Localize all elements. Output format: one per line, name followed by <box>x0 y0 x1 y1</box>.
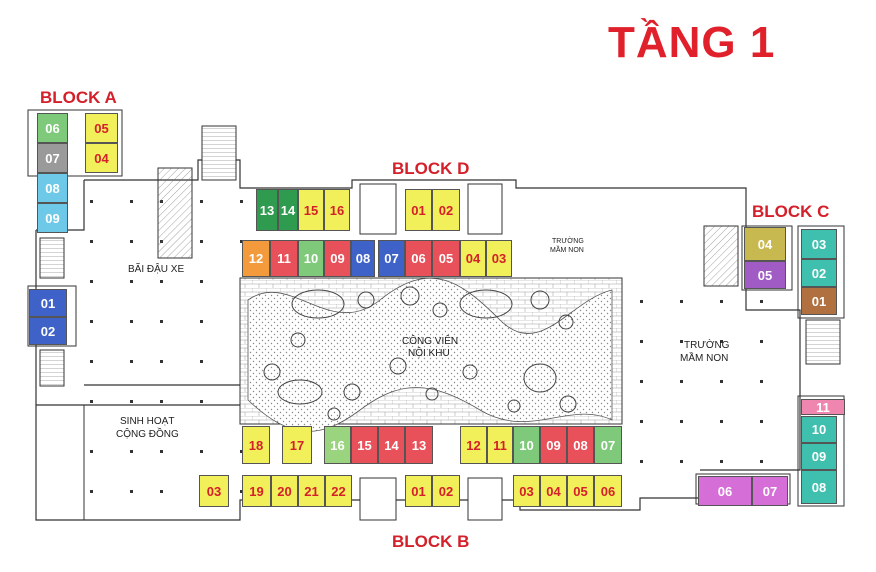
unit-a-09: 09 <box>37 203 68 233</box>
kindergarten-label-line1: TRƯỜNG <box>684 340 730 351</box>
core-d2 <box>467 183 503 235</box>
kindergarten-label-line2: MẦM NON <box>680 353 729 364</box>
block-c-label: BLOCK C <box>752 202 830 221</box>
unit-c-11: 11 <box>801 399 845 415</box>
unit-b-row-08: 08 <box>567 426 594 464</box>
unit-b-bottom-01: 01 <box>405 475 432 507</box>
unit-b-row-12: 12 <box>460 426 487 464</box>
wing-outlines <box>27 109 845 507</box>
ramp-c <box>703 225 739 287</box>
unit-b-bottom-03: 03 <box>513 475 540 507</box>
unit-d-row-04: 04 <box>460 240 486 277</box>
unit-b-row-17: 17 <box>282 426 312 464</box>
unit-b-row-18: 18 <box>242 426 270 464</box>
stair-a1 <box>39 237 65 279</box>
ramp-a <box>157 167 193 259</box>
unit-c-04: 04 <box>744 227 786 261</box>
unit-a-05: 05 <box>85 113 118 143</box>
unit-b-row-11: 11 <box>487 426 513 464</box>
unit-b-bottom-05: 05 <box>567 475 594 507</box>
stair-a2 <box>39 349 65 387</box>
core-b1 <box>359 477 397 521</box>
floor-title: TẦNG 1 <box>608 18 776 67</box>
unit-b-row-13: 13 <box>405 426 433 464</box>
unit-c-01: 01 <box>801 287 837 315</box>
core-b2 <box>467 477 503 521</box>
community-label-line2: CỘNG ĐỒNG <box>116 429 179 440</box>
block-d-label: BLOCK D <box>392 159 470 178</box>
unit-a-07: 07 <box>37 143 68 173</box>
unit-a-08: 08 <box>37 173 68 203</box>
unit-d-row-07: 07 <box>378 240 405 277</box>
unit-b-row-16: 16 <box>324 426 351 464</box>
unit-d-top-02: 02 <box>432 189 460 231</box>
unit-c-05: 05 <box>744 261 786 289</box>
unit-a-01: 01 <box>29 289 67 317</box>
unit-c-06: 06 <box>698 476 752 506</box>
unit-d-row-08: 08 <box>351 240 375 277</box>
block-a-label: BLOCK A <box>40 88 117 107</box>
kindergarten-small-label-line2: MẦM NON <box>550 247 584 254</box>
unit-b-bottom-22: 22 <box>325 475 352 507</box>
unit-c-09: 09 <box>801 443 837 470</box>
unit-d-row-12: 12 <box>242 240 270 277</box>
unit-a-06: 06 <box>37 113 68 143</box>
park-label-line2: NỘI KHU <box>408 348 450 359</box>
unit-d-top-16: 16 <box>324 189 350 231</box>
community-label-line1: SINH HOẠT <box>120 416 175 427</box>
unit-c-08: 08 <box>801 470 837 504</box>
unit-c-07: 07 <box>752 476 788 506</box>
unit-b-bottom-06: 06 <box>594 475 622 507</box>
unit-b-bottom-20: 20 <box>271 475 298 507</box>
kindergarten-small-label-line1: TRƯỜNG <box>552 238 584 245</box>
north-stair <box>201 125 237 181</box>
unit-d-top-14: 14 <box>278 189 298 231</box>
unit-d-top-01: 01 <box>405 189 432 231</box>
unit-b-bottom-02: 02 <box>432 475 460 507</box>
unit-b-bottom-21: 21 <box>298 475 325 507</box>
unit-d-row-09: 09 <box>324 240 351 277</box>
unit-d-row-03: 03 <box>486 240 512 277</box>
block-b-label: BLOCK B <box>392 532 470 551</box>
unit-d-row-05: 05 <box>432 240 460 277</box>
unit-d-row-10: 10 <box>298 240 324 277</box>
park-path <box>247 277 613 432</box>
stair-c <box>805 319 841 365</box>
unit-b-row-14: 14 <box>378 426 405 464</box>
unit-a-02: 02 <box>29 317 67 345</box>
parking-label: BÃI ĐẬU XE <box>128 264 185 275</box>
unit-b-row-07: 07 <box>594 426 622 464</box>
unit-b-row-10: 10 <box>513 426 540 464</box>
unit-b-row-09: 09 <box>540 426 567 464</box>
unit-a-04: 04 <box>85 143 118 173</box>
unit-d-top-15: 15 <box>298 189 324 231</box>
park-label-line1: CÔNG VIÊN <box>402 336 459 347</box>
unit-c-10: 10 <box>801 416 837 443</box>
unit-b-row-15: 15 <box>351 426 378 464</box>
unit-b-bottom-19: 19 <box>242 475 271 507</box>
unit-d-row-06: 06 <box>405 240 432 277</box>
unit-d-row-11: 11 <box>270 240 298 277</box>
unit-b-bottom-03: 03 <box>199 475 229 507</box>
unit-d-top-13: 13 <box>256 189 278 231</box>
park-features <box>263 286 577 421</box>
community-room-wing <box>35 404 85 521</box>
unit-c-02: 02 <box>801 259 837 287</box>
unit-b-bottom-04: 04 <box>540 475 567 507</box>
unit-c-03: 03 <box>801 229 837 259</box>
core-d1 <box>359 183 397 235</box>
